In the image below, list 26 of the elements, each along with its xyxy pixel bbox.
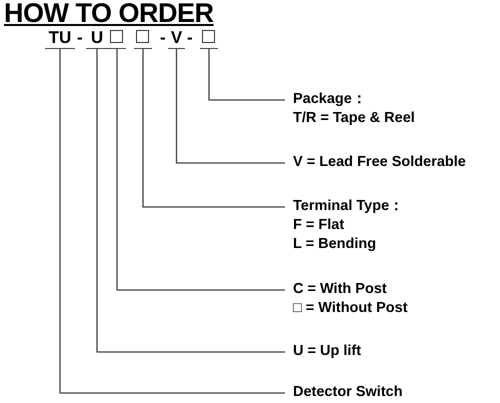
description-line: C = With Post xyxy=(293,280,388,299)
code-slot xyxy=(134,27,152,49)
description-line: U = Up lift xyxy=(293,342,362,361)
description-line: T/R = Tape & Reel xyxy=(293,109,415,128)
separator-dash: - xyxy=(160,28,166,48)
separator-dash: - xyxy=(187,28,193,48)
description-line: Terminal Type： xyxy=(293,197,404,216)
code-segment: TU xyxy=(45,27,75,49)
leader-line xyxy=(116,49,285,291)
description-line: □ = Without Post xyxy=(293,299,408,318)
leader-line xyxy=(59,49,285,394)
description-line: Package： xyxy=(293,90,368,109)
leader-line xyxy=(176,49,285,164)
leader-line xyxy=(142,49,285,208)
code-segment: U xyxy=(86,27,108,49)
description-line: V = Lead Free Solderable xyxy=(293,153,466,172)
description-line: F = Flat xyxy=(293,216,346,235)
separator-dash: - xyxy=(77,28,83,48)
code-slot xyxy=(200,27,218,49)
code-segment: V xyxy=(168,27,185,49)
description-line: L = Bending xyxy=(293,235,378,254)
title: HOW TO ORDER xyxy=(4,0,214,29)
leader-line xyxy=(96,49,285,353)
leader-line xyxy=(208,49,285,101)
description-line: Detector Switch xyxy=(293,383,403,402)
code-slot xyxy=(108,27,126,49)
